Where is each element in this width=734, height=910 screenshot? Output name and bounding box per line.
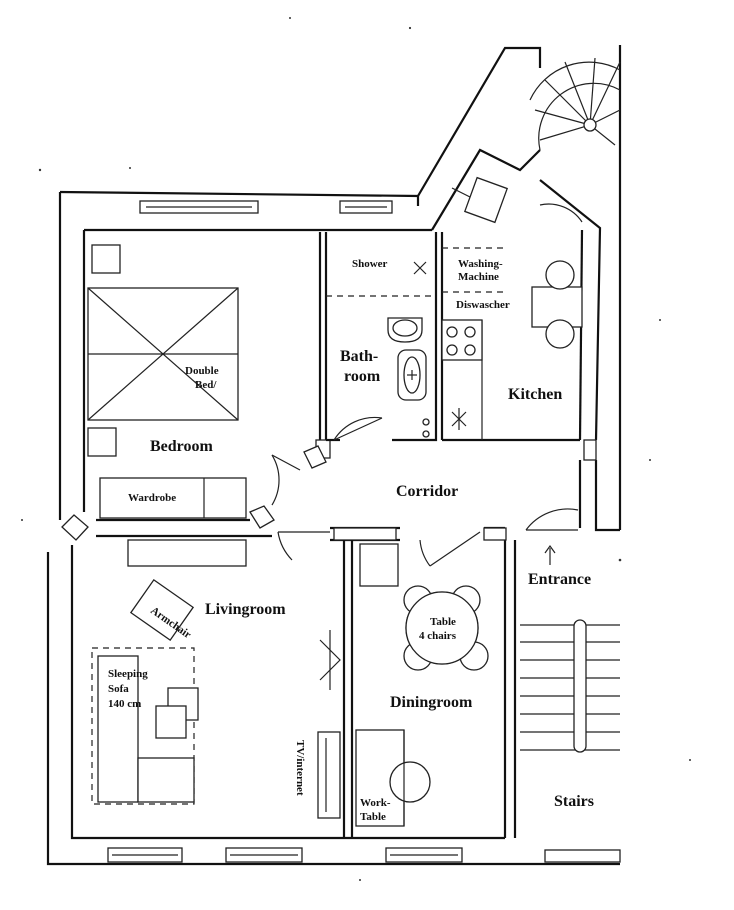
room-label-livingroom: Livingroom: [205, 601, 286, 618]
label-table-1: Table: [430, 616, 456, 628]
label-sofa-1: Sleeping: [108, 668, 148, 680]
label-table-2: 4 chairs: [419, 630, 457, 642]
stairs-drawing: [520, 544, 620, 753]
windows: [107, 200, 621, 863]
kitchen-fixtures: [441, 247, 583, 440]
room-label-bathroom-1: Bath-: [340, 348, 378, 365]
bathroom-fixtures: [326, 261, 436, 438]
label-worktable-2: Table: [360, 811, 386, 823]
livingroom-furniture: [91, 578, 341, 819]
label-double-bed-2: Bed/: [195, 379, 217, 391]
room-labels: Bedroom Corridor Kitchen Bath- room Livi…: [150, 348, 594, 810]
label-shower: Shower: [352, 258, 388, 270]
bedroom-furniture: [87, 244, 247, 519]
scan-noise: [21, 17, 691, 881]
room-label-entrance: Entrance: [528, 571, 591, 588]
label-wardrobe: Wardrobe: [128, 492, 176, 504]
diningroom-furniture: [355, 543, 489, 827]
label-sofa-3: 140 cm: [108, 698, 141, 710]
room-label-diningroom: Diningroom: [390, 694, 473, 711]
room-label-stairs: Stairs: [554, 793, 594, 810]
label-double-bed-1: Double: [185, 365, 219, 377]
room-label-kitchen: Kitchen: [508, 386, 562, 403]
room-label-bedroom: Bedroom: [150, 438, 213, 455]
label-sofa-2: Sofa: [108, 683, 129, 695]
label-tv: TV/internet: [294, 740, 306, 796]
label-worktable-1: Work-: [360, 797, 391, 809]
room-label-corridor: Corridor: [396, 483, 458, 500]
spiral-staircase: [463, 57, 621, 224]
label-washing-1: Washing-: [458, 258, 503, 270]
room-label-bathroom-2: room: [344, 368, 381, 385]
furniture-labels: Shower Washing- Machine Diswascher Doubl…: [108, 258, 510, 823]
label-washing-2: Machine: [458, 271, 499, 283]
outer-walls: [46, 45, 622, 866]
label-dishwasher: Diswascher: [456, 299, 510, 311]
